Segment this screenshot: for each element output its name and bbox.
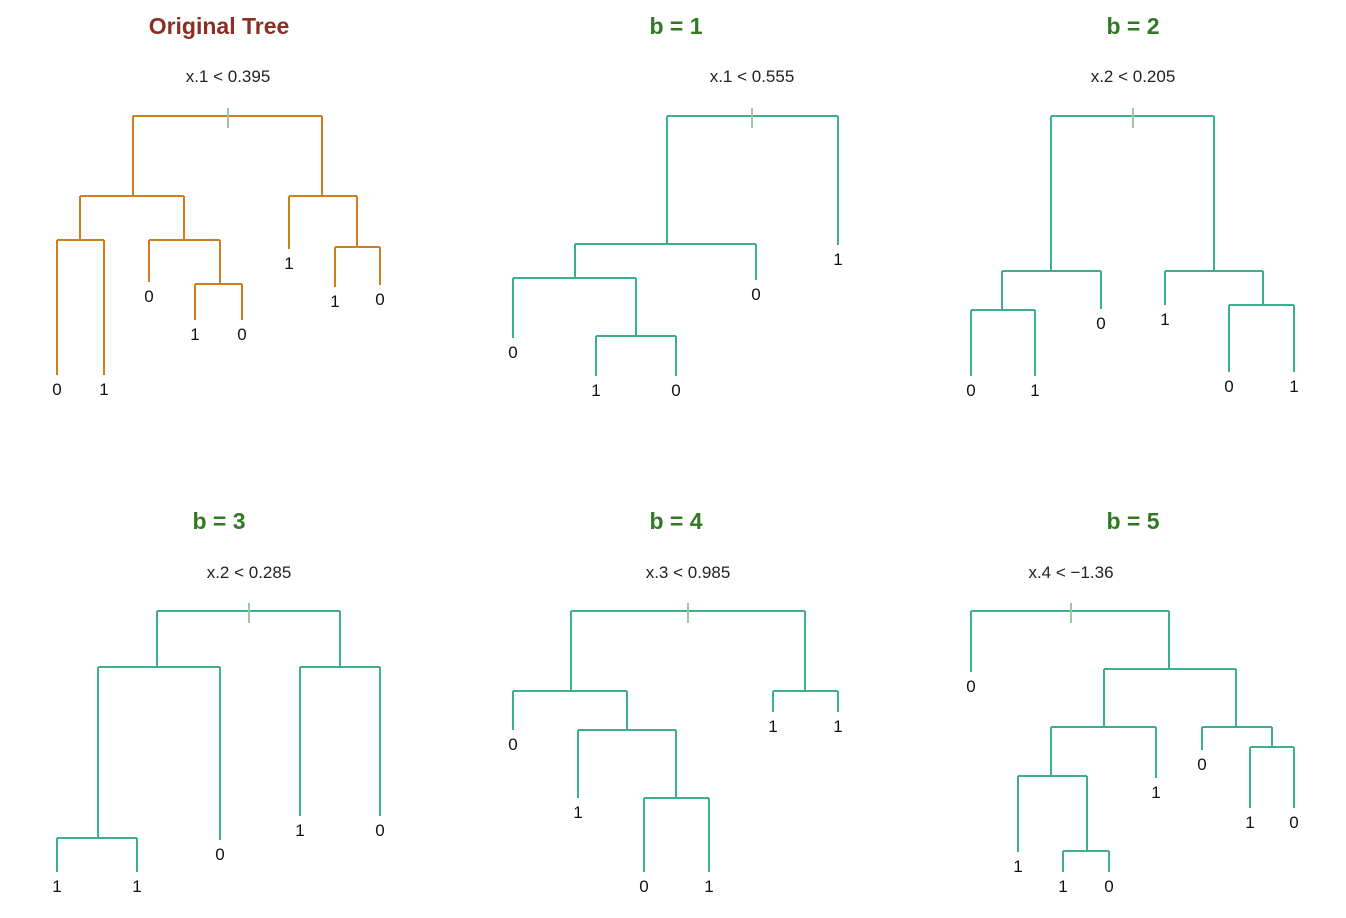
- leaf-label: 0: [375, 821, 384, 840]
- leaf-label: 1: [284, 254, 293, 273]
- leaf-label: 0: [375, 290, 384, 309]
- leaf-label: 0: [966, 381, 975, 400]
- leaf-label: 0: [215, 845, 224, 864]
- leaf-label: 1: [1289, 377, 1298, 396]
- root-split-label: x.4 < −1.36: [1028, 563, 1113, 582]
- leaf-label: 1: [1030, 381, 1039, 400]
- leaf-label: 0: [1096, 314, 1105, 333]
- tree-edges: 0 1 0 1 0 1: [966, 108, 1299, 400]
- leaf-label: 0: [508, 343, 517, 362]
- leaf-label: 1: [1160, 310, 1169, 329]
- leaf-label: 1: [330, 292, 339, 311]
- leaf-label: 1: [833, 717, 842, 736]
- leaf-label: 0: [639, 877, 648, 896]
- leaf-label: 0: [966, 677, 975, 696]
- leaf-label: 0: [1104, 877, 1113, 896]
- tree-edges: 0 1 0 1 0 1 1 0: [52, 108, 385, 399]
- panel-b2: b = 2 x.2 < 0.205 0 1 0 1 0 1: [966, 13, 1298, 400]
- leaf-label: 1: [99, 380, 108, 399]
- root-split-label: x.1 < 0.395: [186, 67, 271, 86]
- leaf-label: 1: [1058, 877, 1067, 896]
- leaf-label: 1: [833, 250, 842, 269]
- root-split-label: x.3 < 0.985: [646, 563, 731, 582]
- leaf-label: 1: [1013, 857, 1022, 876]
- leaf-label: 0: [751, 285, 760, 304]
- leaf-label: 0: [237, 325, 246, 344]
- leaf-label: 1: [704, 877, 713, 896]
- leaf-label: 1: [1245, 813, 1254, 832]
- leaf-label: 1: [1151, 783, 1160, 802]
- panel-title: b = 3: [192, 508, 245, 534]
- leaf-label: 0: [1224, 377, 1233, 396]
- leaf-label: 1: [52, 877, 61, 896]
- panel-b4: b = 4 x.3 < 0.985 0 1 0 1 1 1: [508, 508, 842, 896]
- leaf-label: 0: [671, 381, 680, 400]
- panel-b1: b = 1 x.1 < 0.555 0 1 0 0 1: [508, 13, 842, 400]
- tree-edges: 0 1 0 1 1 1: [508, 603, 843, 896]
- tree-edges: 1 1 0 1 0: [52, 603, 385, 896]
- panel-title: b = 1: [649, 13, 702, 39]
- leaf-label: 1: [591, 381, 600, 400]
- leaf-label: 1: [768, 717, 777, 736]
- panel-b3: b = 3 x.2 < 0.285 1 1 0 1 0: [52, 508, 384, 896]
- leaf-label: 0: [1197, 755, 1206, 774]
- leaf-label: 1: [295, 821, 304, 840]
- root-split-label: x.1 < 0.555: [710, 67, 795, 86]
- leaf-label: 0: [508, 735, 517, 754]
- root-split-label: x.2 < 0.205: [1091, 67, 1176, 86]
- panel-title: Original Tree: [149, 13, 290, 39]
- leaf-label: 0: [1289, 813, 1298, 832]
- leaf-label: 0: [52, 380, 61, 399]
- leaf-label: 1: [132, 877, 141, 896]
- root-split-label: x.2 < 0.285: [207, 563, 292, 582]
- panel-title: b = 5: [1106, 508, 1159, 534]
- leaf-label: 0: [144, 287, 153, 306]
- panel-title: b = 4: [649, 508, 702, 534]
- panel-title: b = 2: [1106, 13, 1159, 39]
- leaf-label: 1: [573, 803, 582, 822]
- leaf-label: 1: [190, 325, 199, 344]
- tree-edges: 0 1 1 0 1 0 1 0: [966, 603, 1299, 896]
- panel-original-tree: Original Tree x.1 < 0.395 0 1 0 1 0 1 1 0: [52, 13, 384, 399]
- tree-edges: 0 1 0 0 1: [508, 108, 843, 400]
- panel-b5: b = 5 x.4 < −1.36 0 1 1 0 1 0 1 0: [966, 508, 1298, 896]
